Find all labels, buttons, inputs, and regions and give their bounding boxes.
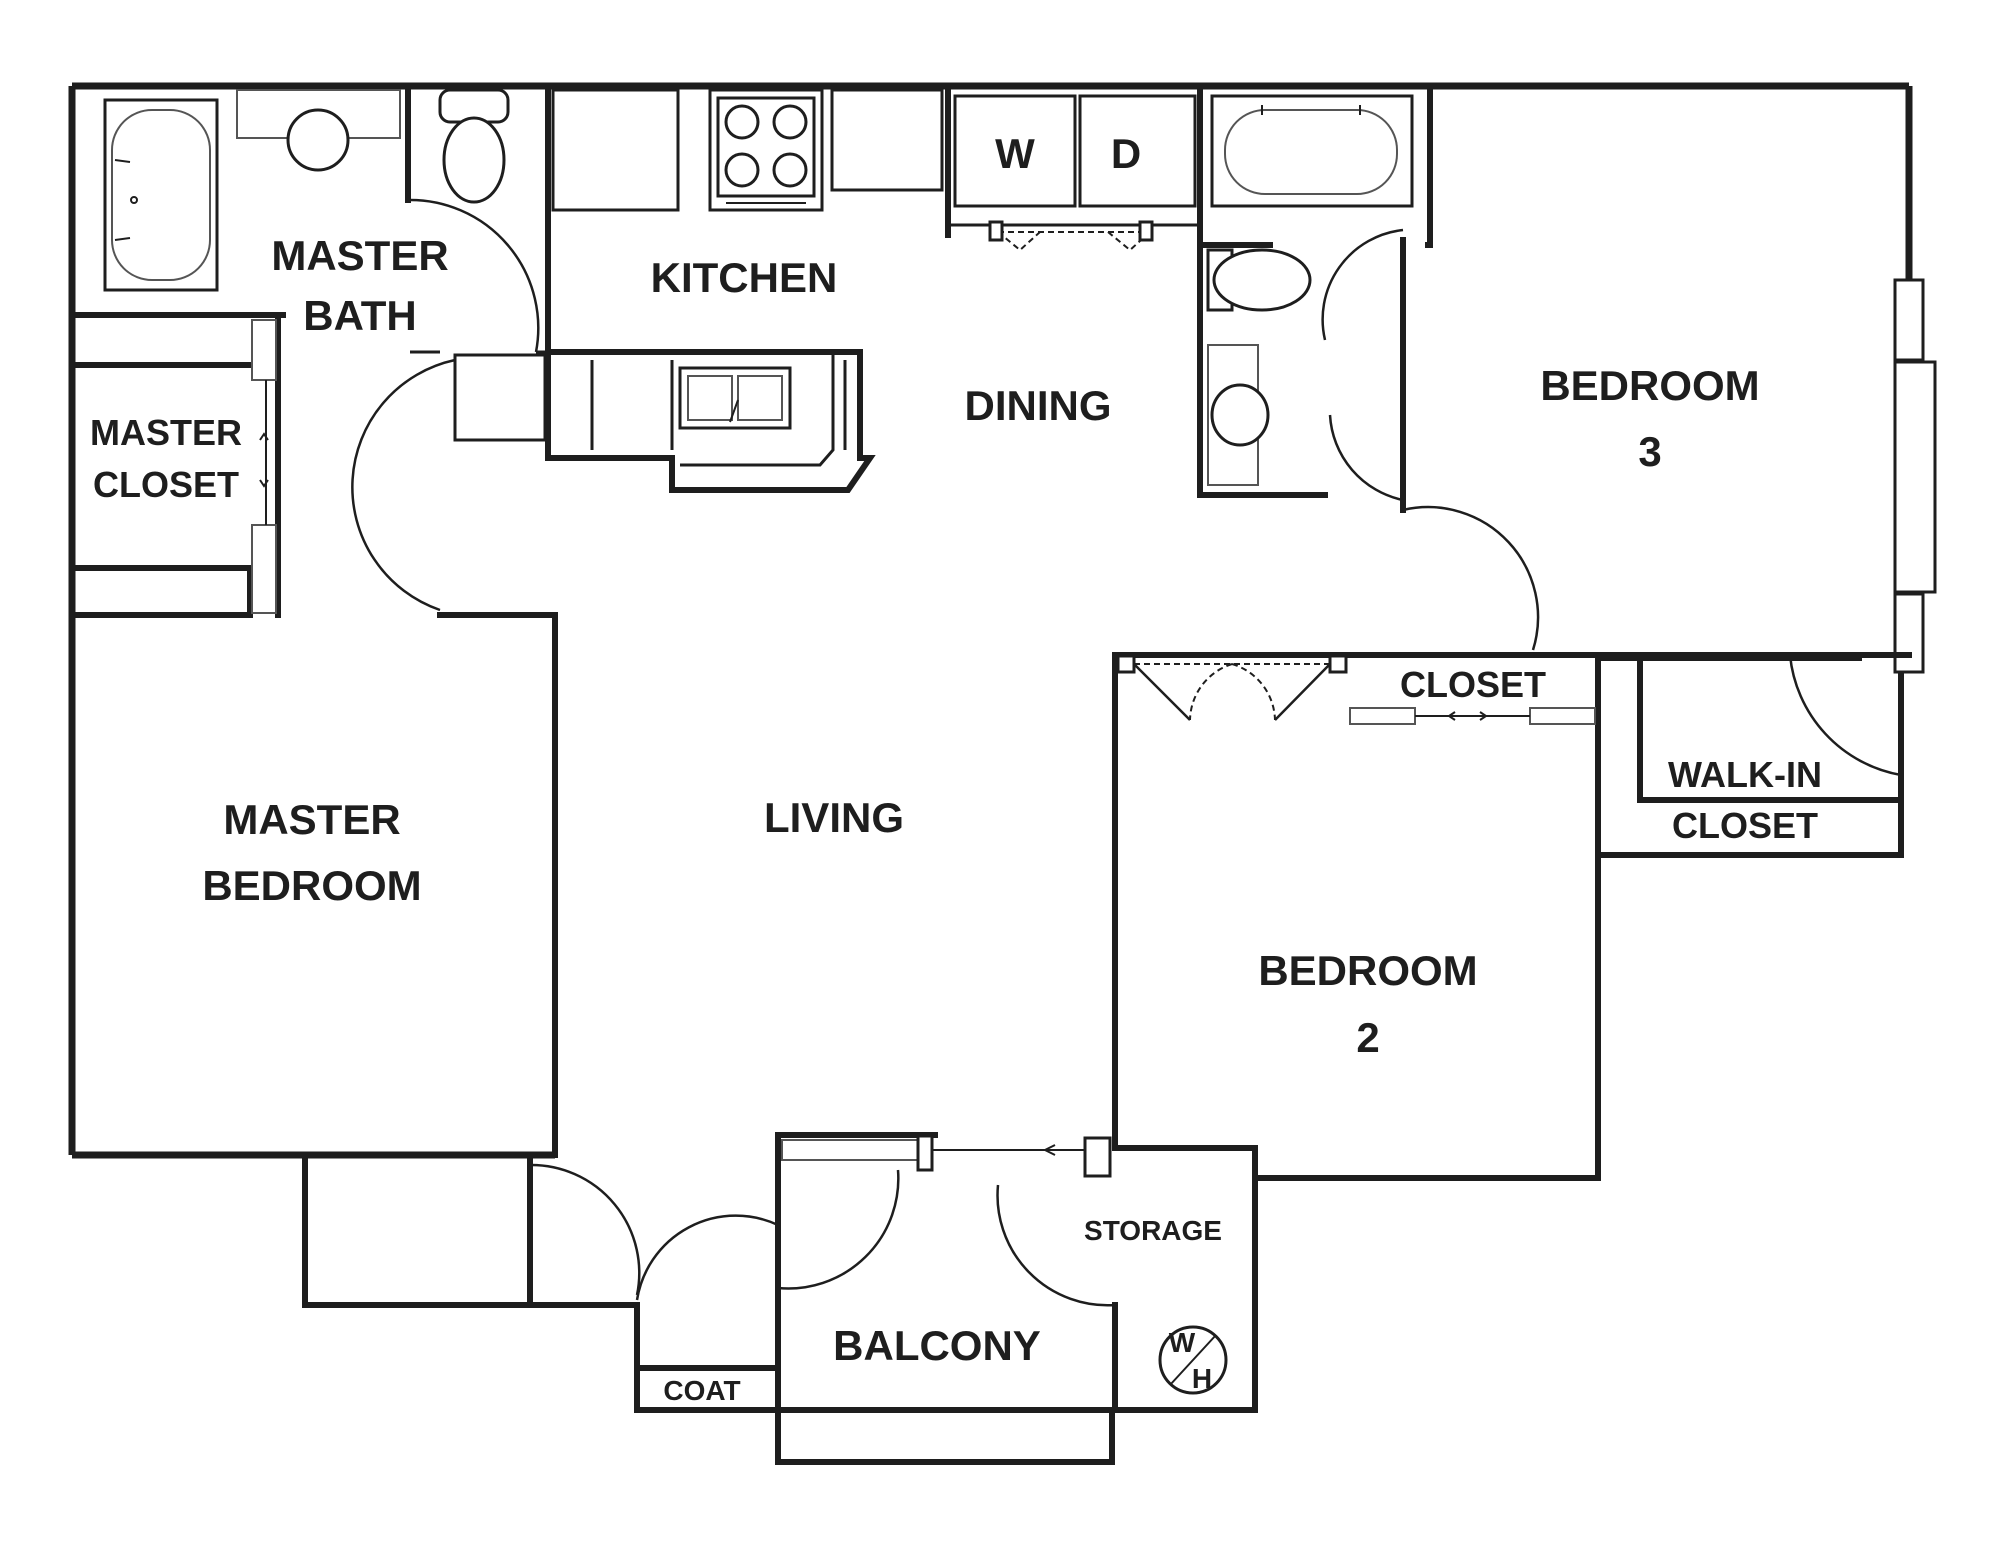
bedroom3-label-line2: 3 <box>1638 428 1661 475</box>
bedroom2-label-line2: 2 <box>1356 1014 1379 1061</box>
living-label: LIVING <box>764 794 904 841</box>
storage-label: STORAGE <box>1084 1215 1222 1246</box>
master-closet-label-line2: CLOSET <box>93 464 239 505</box>
master-bath-label-line2: BATH <box>303 292 417 339</box>
master-bedroom-label-line2: BEDROOM <box>202 862 421 909</box>
master-bath-label-line1: MASTER <box>271 232 448 279</box>
dryer-label: D <box>1111 130 1141 177</box>
master-bath-fixtures <box>103 88 548 614</box>
water-heater-label-h: H <box>1192 1363 1212 1394</box>
kitchen-fixtures <box>351 88 944 612</box>
bedroom2-closet-label: CLOSET <box>1400 664 1546 705</box>
master-closet-label-line1: MASTER <box>90 412 242 453</box>
kitchen-label: KITCHEN <box>651 254 838 301</box>
dining-label: DINING <box>965 382 1112 429</box>
balcony-label: BALCONY <box>833 1322 1041 1369</box>
room-labels: MASTER BATH MASTER CLOSET KITCHEN W D DI… <box>90 130 1822 1406</box>
walkin-closet-label-line1: WALK-IN <box>1668 754 1822 795</box>
bedroom3-label-line1: BEDROOM <box>1540 362 1759 409</box>
bath2-fixtures <box>1206 94 1540 651</box>
water-heater-label-w: W <box>1169 1327 1196 1358</box>
master-bedroom-label-line1: MASTER <box>223 796 400 843</box>
interior-walls <box>69 83 1912 658</box>
coat-label: COAT <box>663 1375 740 1406</box>
entry-balcony-doors <box>529 1134 1228 1395</box>
washer-label: W <box>995 130 1035 177</box>
bedroom2-closet-doors <box>1116 654 1902 777</box>
walkin-closet-label-line2: CLOSET <box>1672 805 1818 846</box>
bedroom2-label-line1: BEDROOM <box>1258 947 1477 994</box>
laundry <box>948 94 1200 252</box>
